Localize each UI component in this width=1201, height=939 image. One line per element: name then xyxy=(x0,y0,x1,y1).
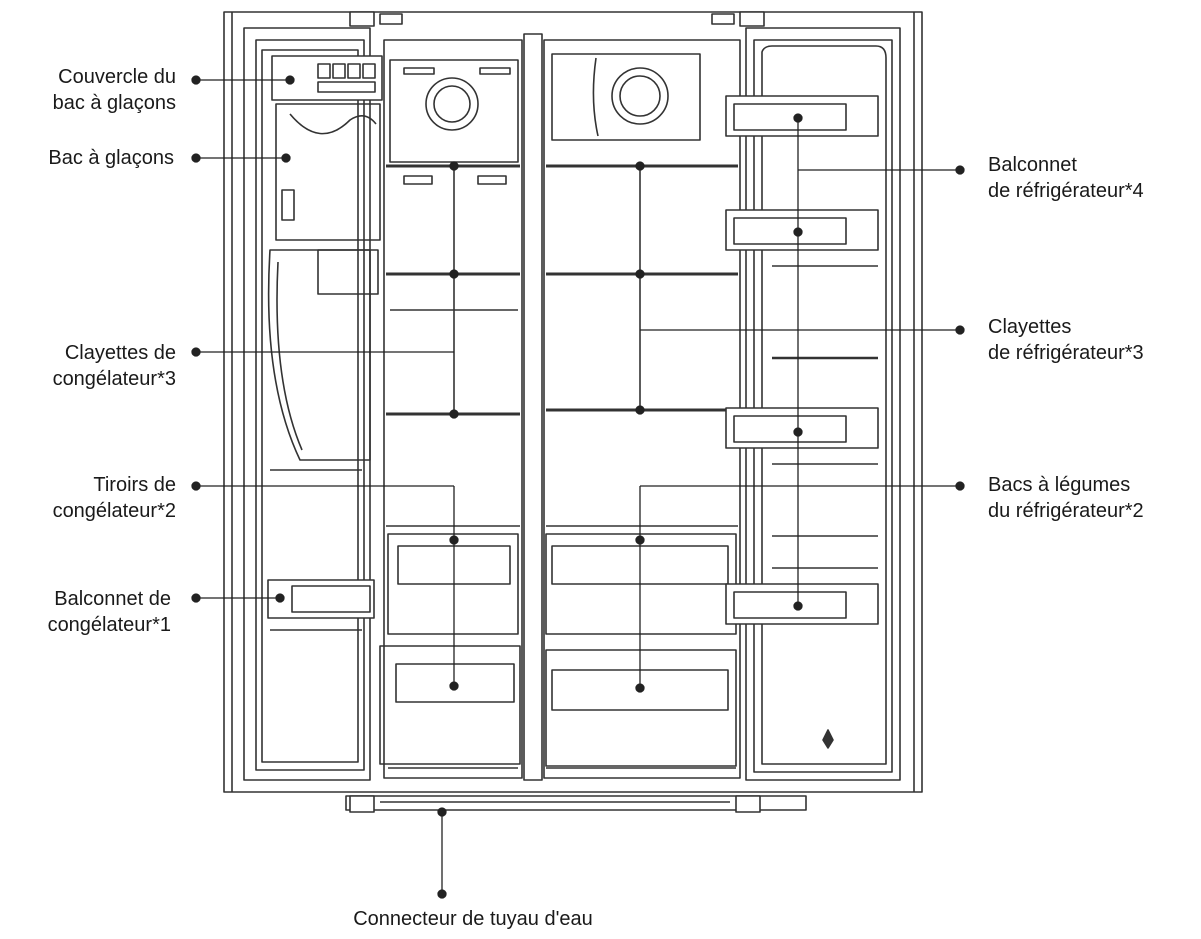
top-hinge-left xyxy=(349,11,375,27)
freezer-compartment xyxy=(383,39,523,779)
freezer-door xyxy=(243,27,371,781)
leader-lines xyxy=(191,75,965,899)
label-crisper-drawers: Bacs à légumes du réfrigérateur*2 xyxy=(988,474,1144,522)
label-freezer-balcony: Balconnet de congélateur*1 xyxy=(47,588,171,636)
cabinet-frame xyxy=(223,11,923,793)
label-freezer-drawers: Tiroirs de congélateur*2 xyxy=(52,474,176,522)
label-ice-bin-cover: Couvercle du bac à glaçons xyxy=(52,66,176,114)
fridge-door xyxy=(745,27,901,781)
label-fridge-balcony: Balconnet de réfrigérateur*4 xyxy=(988,154,1144,202)
label-fridge-shelves: Clayettes de réfrigérateur*3 xyxy=(988,316,1144,364)
label-water-connector: Connecteur de tuyau d'eau xyxy=(353,908,593,930)
label-freezer-shelves: Clayettes de congélateur*3 xyxy=(52,342,176,390)
top-hinge-right xyxy=(739,11,765,27)
refrigerator-outline xyxy=(223,11,923,813)
label-ice-bin: Bac à glaçons xyxy=(48,147,174,169)
